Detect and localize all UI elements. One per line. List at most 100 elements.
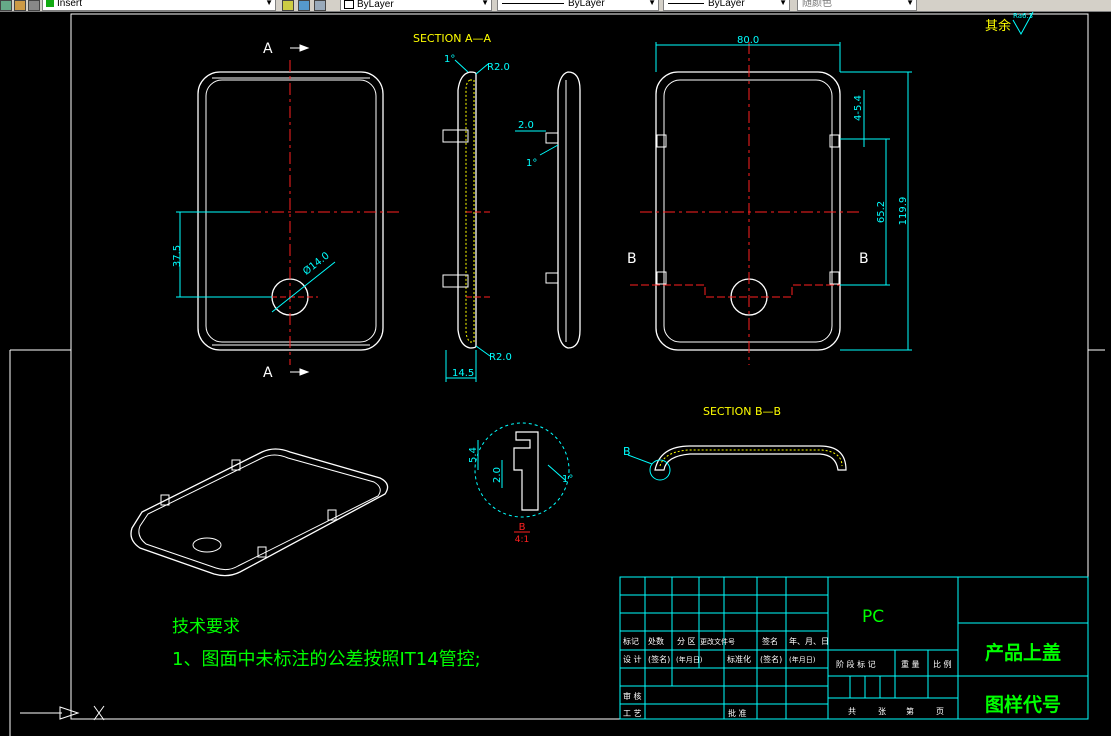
- title-block-row2: 设 计 (签名) (年月日) 标准化 (签名) (年月日): [623, 654, 816, 664]
- section-a-label-bottom: A: [263, 365, 273, 381]
- section-b-cut-line: [630, 284, 870, 298]
- section-aa-rib-bottom: [442, 274, 469, 288]
- sheet-frame: [9, 13, 1105, 736]
- rib-position-value: 4-5.4: [853, 95, 864, 121]
- iso-inner-outline: [138, 454, 381, 571]
- layer-manager-icon[interactable]: [314, 0, 326, 11]
- iso-outer-outline: [130, 448, 389, 577]
- detail-b-callout-label: B: [623, 445, 631, 458]
- color-swatch: [344, 0, 354, 9]
- section-aa-title: SECTION A—A: [413, 32, 491, 45]
- tb-standard-sign: (签名): [760, 654, 782, 664]
- angle-aa-value: 1°: [444, 54, 455, 65]
- roughness-check-icon: [1012, 11, 1034, 36]
- back-outer-outline: [655, 71, 841, 351]
- tb-sheet-page: 页: [936, 707, 944, 716]
- section-bb-view[interactable]: SECTION B—B B: [623, 405, 847, 481]
- front-view[interactable]: A A 37.5 Ø14.0: [172, 41, 400, 381]
- technical-notes: 技术要求 1、图面中未标注的公差按照IT14管控;: [172, 617, 481, 670]
- section-bb-profile: [654, 445, 847, 471]
- back-rib-br: [829, 271, 840, 285]
- tb-audit: 审 核: [623, 691, 642, 701]
- layer-previous-icon[interactable]: [298, 0, 310, 11]
- chevron-down-icon: ▼: [648, 0, 656, 7]
- section-b-label-left: B: [627, 251, 637, 267]
- title-block-stage: 阶 段 标 记 重 量 比 例: [836, 659, 952, 669]
- title-block-row1: 标记 处数 分 区 更改文件号 签名 年、月、日: [623, 636, 829, 646]
- chevron-down-icon: ▼: [906, 0, 914, 7]
- material-value: PC: [862, 607, 884, 627]
- plotstyle-dropdown[interactable]: 随颜色 ▼: [797, 0, 917, 11]
- iso-rib-3: [327, 509, 337, 521]
- tb-stage-mark: 阶 段 标 记: [836, 659, 876, 669]
- title-block-sheets: 共 张 第 页: [848, 706, 944, 716]
- linetype-preview: [502, 2, 564, 4]
- back-rib-tl: [656, 134, 667, 148]
- roughness-value: Ra6.3: [1013, 12, 1033, 20]
- tb-process: 工 艺: [623, 709, 642, 718]
- iso-rib-2: [231, 459, 241, 471]
- tb-sheet-unit: 张: [878, 707, 886, 716]
- plotstyle-dropdown-value: 随颜色: [802, 0, 832, 9]
- hole-diameter-value: Ø14.0: [301, 250, 332, 278]
- tb-standard-date: (年月日): [789, 655, 816, 664]
- detail-b-view[interactable]: 5.4 2.0 1° B 4:1: [468, 422, 573, 545]
- title-block-grid: [619, 576, 1089, 720]
- detail-height-1: 5.4: [468, 447, 479, 463]
- layer-dropdown[interactable]: Insert ▼: [42, 0, 276, 11]
- part-name: 产品上盖: [985, 641, 1061, 664]
- section-aa-view[interactable]: SECTION A—A 14.5 R2.0 R2.0 1°: [413, 32, 512, 382]
- layer-lock-icon[interactable]: [28, 0, 40, 11]
- detail-b-dimensions: [477, 440, 566, 488]
- tb-scale: 比 例: [933, 659, 952, 669]
- lineweight-dropdown[interactable]: ByLayer ▼: [663, 0, 790, 11]
- surface-roughness-symbol: 其余 Ra6.3: [985, 11, 1034, 36]
- angle-detail-value: 1°: [562, 474, 573, 485]
- notes-heading: 技术要求: [172, 617, 240, 637]
- layer-color-swatch: [46, 0, 54, 7]
- tb-approve: 批 准: [728, 708, 747, 718]
- tb-standard: 标准化: [727, 654, 751, 664]
- side-view[interactable]: 2.0 1°: [515, 71, 581, 349]
- side-view-outline: [557, 71, 581, 349]
- tb-col-sign: 签名: [762, 636, 778, 646]
- drawing-canvas[interactable]: A A 37.5 Ø14.0 SECTION A—A 14.5 R2.0: [0, 11, 1111, 736]
- tb-design-date: (年月日): [676, 655, 703, 664]
- tb-col-zone: 分 区: [677, 637, 696, 646]
- hole-offset-dimension: [176, 211, 336, 313]
- detail-height-2: 2.0: [492, 467, 503, 483]
- isometric-view[interactable]: [130, 448, 389, 577]
- height-value: 119.9: [898, 197, 909, 226]
- detail-b-boundary: [474, 422, 570, 518]
- section-bb-hatch: [659, 449, 843, 467]
- chevron-down-icon: ▼: [265, 0, 273, 7]
- lineweight-dropdown-value: ByLayer: [708, 0, 745, 9]
- layer-state-icon[interactable]: [0, 0, 12, 11]
- roughness-note: 其余: [985, 18, 1011, 34]
- color-dropdown[interactable]: ByLayer ▼: [340, 0, 492, 11]
- layer-dropdown-value: Insert: [57, 0, 83, 10]
- thickness-value: 14.5: [452, 368, 474, 379]
- width-value: 80.0: [737, 35, 759, 46]
- title-block[interactable]: PC 产品上盖 图样代号 标记 处数 分 区 更改文件号 签名 年、月、日 设 …: [619, 576, 1089, 720]
- side-rib-bottom: [545, 272, 559, 284]
- section-aa-rib-top: [442, 129, 469, 143]
- linetype-dropdown-value: ByLayer: [568, 0, 605, 9]
- ucs-icon: [20, 705, 105, 721]
- detail-b-callout-leader: [627, 454, 653, 465]
- tb-design: 设 计: [623, 654, 642, 664]
- detail-label: B: [519, 522, 526, 533]
- layer-freeze-icon[interactable]: [14, 0, 26, 11]
- section-b-label-right: B: [859, 251, 869, 267]
- rib-spacing-value: 65.2: [876, 201, 887, 223]
- lineweight-preview: [668, 2, 704, 4]
- linetype-dropdown[interactable]: ByLayer ▼: [497, 0, 659, 11]
- back-rib-tr: [829, 134, 840, 148]
- iso-hole: [192, 537, 222, 553]
- radius-top-value: R2.0: [487, 62, 510, 73]
- make-current-layer-icon[interactable]: [282, 0, 294, 11]
- back-view-dimensions: [655, 42, 912, 351]
- back-view[interactable]: B B 80.0 119.9 65.2 4-5.4: [627, 35, 912, 365]
- tb-col-mark: 标记: [623, 636, 639, 646]
- section-a-label-top: A: [263, 41, 273, 57]
